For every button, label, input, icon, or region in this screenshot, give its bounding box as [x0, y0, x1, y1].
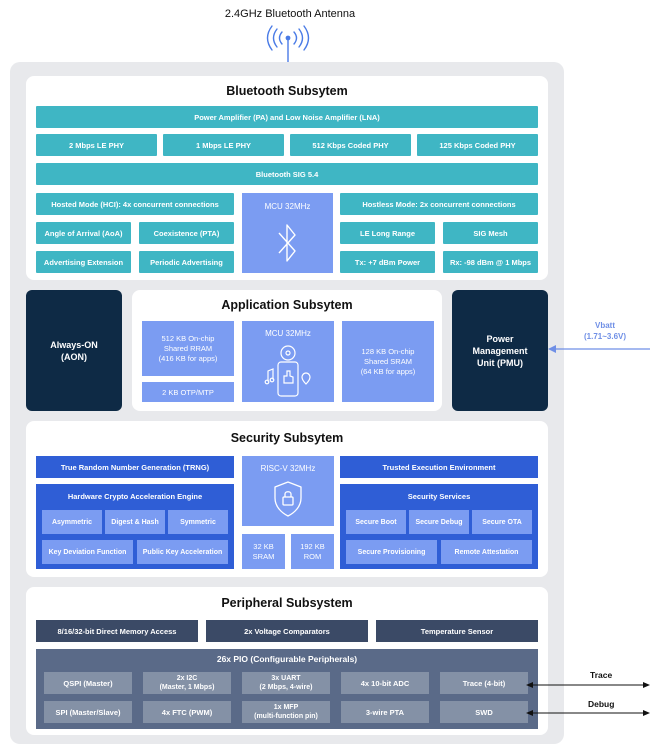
pio-swd: SWD — [440, 701, 528, 723]
phy-1mbps: 1 Mbps LE PHY — [163, 134, 284, 156]
security-title: Security Subsytem — [230, 431, 344, 445]
rram-line1: 512 KB On-chip — [161, 333, 215, 343]
tee-block: Trusted Execution Environment — [340, 456, 538, 478]
antenna-icon — [266, 25, 310, 64]
service-secure-debug: Secure Debug — [409, 510, 469, 534]
pio-qspi: QSPI (Master) — [44, 672, 132, 694]
pio-i2c-line1: 2x I2C — [176, 675, 198, 682]
vbatt-line2: (1.71~3.6V) — [583, 332, 627, 341]
pio-adc: 4x 10-bit ADC — [341, 672, 429, 694]
smart-device-icon — [264, 345, 311, 397]
voltage-comparators-block: 2x Voltage Comparators — [206, 620, 368, 642]
aon-line2: (AON) — [61, 351, 87, 362]
otp-block: 2 KB OTP/MTP — [142, 382, 234, 402]
crypto-asymmetric: Asymmetric — [42, 510, 102, 534]
pio-uart: 3x UART (2 Mbps, 4-wire) — [242, 672, 330, 694]
pio-uart-line1: 3x UART — [271, 675, 301, 682]
aon-line1: Always-ON — [50, 339, 98, 350]
pio-ftc: 4x FTC (PWM) — [143, 701, 231, 723]
app-mcu-label: MCU 32MHz — [265, 328, 311, 338]
feature-periodic-advertising: Periodic Advertising — [139, 251, 234, 273]
sram-line2: Shared SRAM — [364, 356, 412, 366]
application-title: Application Subsytem — [221, 298, 353, 312]
pio-title: 26x PIO (Configurable Peripherals) — [216, 654, 358, 664]
always-on-block: Always-ON (AON) — [26, 290, 122, 411]
trng-block: True Random Number Generation (TRNG) — [36, 456, 234, 478]
vbatt-line1: Vbatt — [595, 321, 615, 330]
bluetooth-title: Bluetooth Subsytem — [226, 84, 348, 98]
service-secure-ota: Secure OTA — [472, 510, 532, 534]
pio-mfp: 1x MFP (multi-function pin) — [242, 701, 330, 723]
sram-block: 128 KB On-chip Shared SRAM (64 KB for ap… — [342, 321, 434, 402]
crypto-public-key: Public Key Acceleration — [137, 540, 228, 564]
rram-line2: Shared RRAM — [163, 343, 213, 353]
pio-pta: 3-wire PTA — [341, 701, 429, 723]
pio-uart-line2: (2 Mbps, 4-wire) — [259, 684, 313, 691]
pio-i2c-line2: (Master, 1 Mbps) — [159, 684, 215, 691]
app-mcu-block: MCU 32MHz — [242, 321, 334, 402]
pmu-line1: Power — [486, 333, 514, 344]
phy-125kbps: 125 Kbps Coded PHY — [417, 134, 538, 156]
crypto-key-deviation: Key Deviation Function — [42, 540, 133, 564]
pio-spi: SPI (Master/Slave) — [44, 701, 132, 723]
feature-tx-power: Tx: +7 dBm Power — [340, 251, 435, 273]
pmu-line3: Unit (PMU) — [477, 357, 523, 368]
vbatt-label: Vbatt (1.71~3.6V) — [566, 318, 644, 344]
riscv-block: RISC-V 32MHz — [242, 456, 334, 526]
feature-sig-mesh: SIG Mesh — [443, 222, 538, 244]
security-sram-line2: SRAM — [252, 551, 275, 561]
pmu-block: Power Management Unit (PMU) — [452, 290, 548, 411]
pa-lna-block: Power Amplifier (PA) and Low Noise Ampli… — [36, 106, 538, 128]
phy-512kbps: 512 Kbps Coded PHY — [290, 134, 411, 156]
dma-block: 8/16/32-bit Direct Memory Access — [36, 620, 198, 642]
bluetooth-mcu-label: MCU 32MHz — [264, 201, 311, 211]
feature-rx-sensitivity: Rx: -98 dBm @ 1 Mbps — [443, 251, 538, 273]
bluetooth-mcu-block: MCU 32MHz — [242, 193, 333, 273]
shield-lock-icon — [274, 481, 302, 517]
feature-coexistence: Coexistence (PTA) — [139, 222, 234, 244]
crypto-symmetric: Symmetric — [168, 510, 228, 534]
riscv-label: RISC-V 32MHz — [260, 463, 316, 473]
bluetooth-sig-block: Bluetooth SIG 5.4 — [36, 163, 538, 185]
pmu-line2: Management — [472, 345, 528, 356]
phy-2mbps: 2 Mbps LE PHY — [36, 134, 157, 156]
antenna-label: 2.4GHz Bluetooth Antenna — [224, 8, 356, 20]
service-secure-boot: Secure Boot — [346, 510, 406, 534]
service-remote-attestation: Remote Attestation — [441, 540, 532, 564]
temperature-sensor-block: Temperature Sensor — [376, 620, 538, 642]
trace-signal-label: Trace — [590, 670, 613, 680]
hostless-mode-block: Hostless Mode: 2x concurrent connections — [340, 193, 538, 215]
trace-arrow-icon — [526, 682, 650, 688]
feature-le-long-range: LE Long Range — [340, 222, 435, 244]
sram-line3: (64 KB for apps) — [360, 366, 416, 376]
security-rom-line1: 192 KB — [300, 541, 325, 551]
security-services-title: Security Services — [407, 491, 471, 501]
pio-i2c: 2x I2C (Master, 1 Mbps) — [143, 672, 231, 694]
feature-advertising-extension: Advertising Extension — [36, 251, 131, 273]
vbatt-arrow-icon — [548, 345, 650, 353]
pio-trace: Trace (4-bit) — [440, 672, 528, 694]
hosted-mode-block: Hosted Mode (HCI): 4x concurrent connect… — [36, 193, 234, 215]
security-sram-line1: 32 KB — [253, 541, 274, 551]
pio-mfp-line2: (multi-function pin) — [254, 713, 318, 720]
crypto-engine-title: Hardware Crypto Acceleration Engine — [67, 491, 203, 501]
feature-aoa: Angle of Arrival (AoA) — [36, 222, 131, 244]
crypto-digest-hash: Digest & Hash — [105, 510, 165, 534]
security-rom-block: 192 KB ROM — [291, 534, 334, 569]
rram-block: 512 KB On-chip Shared RRAM (416 KB for a… — [142, 321, 234, 376]
peripheral-title: Peripheral Subsystem — [221, 596, 353, 610]
security-rom-line2: ROM — [303, 551, 322, 561]
pio-mfp-line1: 1x MFP — [273, 704, 299, 711]
service-secure-provisioning: Secure Provisioning — [346, 540, 437, 564]
rram-line3: (416 KB for apps) — [158, 353, 218, 363]
debug-signal-label: Debug — [588, 699, 615, 709]
security-sram-block: 32 KB SRAM — [242, 534, 285, 569]
bluetooth-icon — [278, 224, 296, 262]
debug-arrow-icon — [526, 710, 650, 716]
sram-line1: 128 KB On-chip — [361, 346, 415, 356]
